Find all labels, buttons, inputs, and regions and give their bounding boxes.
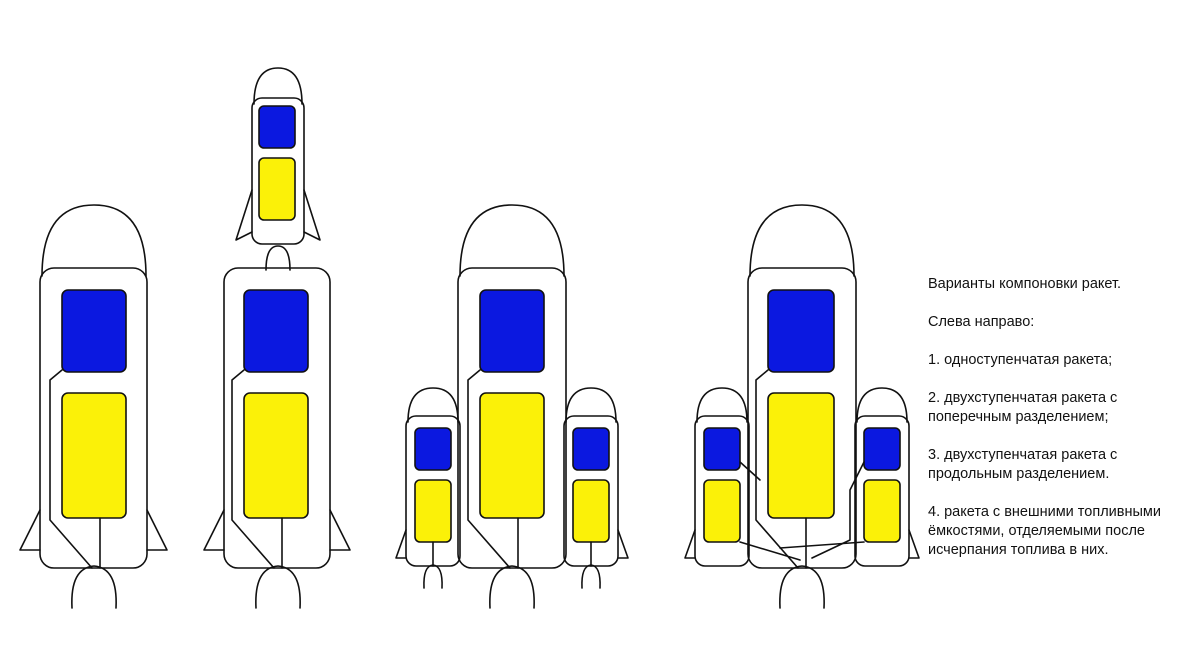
cross-feed-line (739, 541, 801, 561)
core-nose-cone (459, 204, 565, 277)
right-tank-nose-cone (856, 387, 908, 423)
upper-stage-body (251, 97, 305, 245)
upper-oxidizer-tank (258, 105, 296, 149)
caption-title: Варианты компоновки ракет. (928, 276, 1122, 292)
left-tank-oxidizer (703, 427, 741, 471)
core-oxidizer-pipe (755, 369, 799, 569)
caption-item-1: 1. одноступенчатая ракета; (928, 352, 1113, 368)
cross-feed-line (779, 541, 865, 549)
core-fuel-tank (479, 392, 545, 519)
rocket-two-stage-parallel (395, 204, 629, 609)
upper-fin-right (303, 189, 321, 241)
left-booster-fin (395, 529, 407, 559)
right-booster-fin (617, 529, 629, 559)
rocket-body (39, 267, 148, 569)
right-booster-engine-nozzle (581, 564, 601, 589)
core-oxidizer-pipe (467, 369, 511, 569)
oxidizer-pipe (49, 369, 93, 569)
core-body (747, 267, 857, 569)
fin-left (203, 509, 225, 551)
right-booster-fuel-tank (572, 479, 610, 543)
core-nose-cone (749, 204, 855, 277)
left-tank-nose-cone (696, 387, 748, 423)
left-external-tank (694, 415, 750, 567)
cross-feed-line (811, 461, 865, 559)
left-booster-nose-cone (407, 387, 459, 423)
lower-stage-body (223, 267, 331, 569)
caption-item-2: 2. двухступенчатая ракета с поперечным р… (928, 390, 1118, 425)
core-oxidizer-tank (479, 289, 545, 373)
fin-right (146, 509, 168, 551)
right-booster-oxidizer-tank (572, 427, 610, 471)
right-tank-fin (908, 529, 920, 559)
caption-item-4: 4. ракета с внешними топливными ёмкостям… (928, 504, 1161, 558)
core-oxidizer-tank (767, 289, 835, 373)
fuel-tank (243, 392, 309, 519)
left-booster-fuel-tank (414, 479, 452, 543)
right-booster-nose-cone (565, 387, 617, 423)
nose-cone (41, 204, 147, 277)
cross-feed-line (739, 461, 761, 481)
right-tank-fuel (863, 479, 901, 543)
fin-right (329, 509, 351, 551)
left-tank-fuel (703, 479, 741, 543)
caption-item-3: 3. двухступенчатая ракета с продольным р… (928, 447, 1118, 482)
engine-nozzle (255, 565, 301, 609)
rocket-single-stage (19, 204, 168, 609)
upper-nose-cone (253, 67, 303, 105)
left-booster-oxidizer-tank (414, 427, 452, 471)
core-engine-nozzle (489, 565, 535, 609)
rocket-external-tanks (684, 204, 920, 609)
oxidizer-tank (243, 289, 309, 373)
right-tank-oxidizer (863, 427, 901, 471)
left-booster-engine-nozzle (423, 564, 443, 589)
caption-subtitle: Слева направо: (928, 314, 1035, 330)
fin-left (19, 509, 41, 551)
engine-nozzle (71, 565, 117, 609)
upper-engine-nozzle (265, 245, 291, 271)
caption: Варианты компоновки ракет. Слева направо… (928, 275, 1190, 560)
core-engine-nozzle (779, 565, 825, 609)
oxidizer-pipe (231, 369, 275, 569)
left-tank-fin (684, 529, 696, 559)
oxidizer-tank (61, 289, 127, 373)
right-external-tank (854, 415, 910, 567)
upper-fuel-tank (258, 157, 296, 221)
core-fuel-tank (767, 392, 835, 519)
rocket-two-stage-serial (203, 67, 351, 609)
upper-fin-left (235, 189, 253, 241)
fuel-tank (61, 392, 127, 519)
